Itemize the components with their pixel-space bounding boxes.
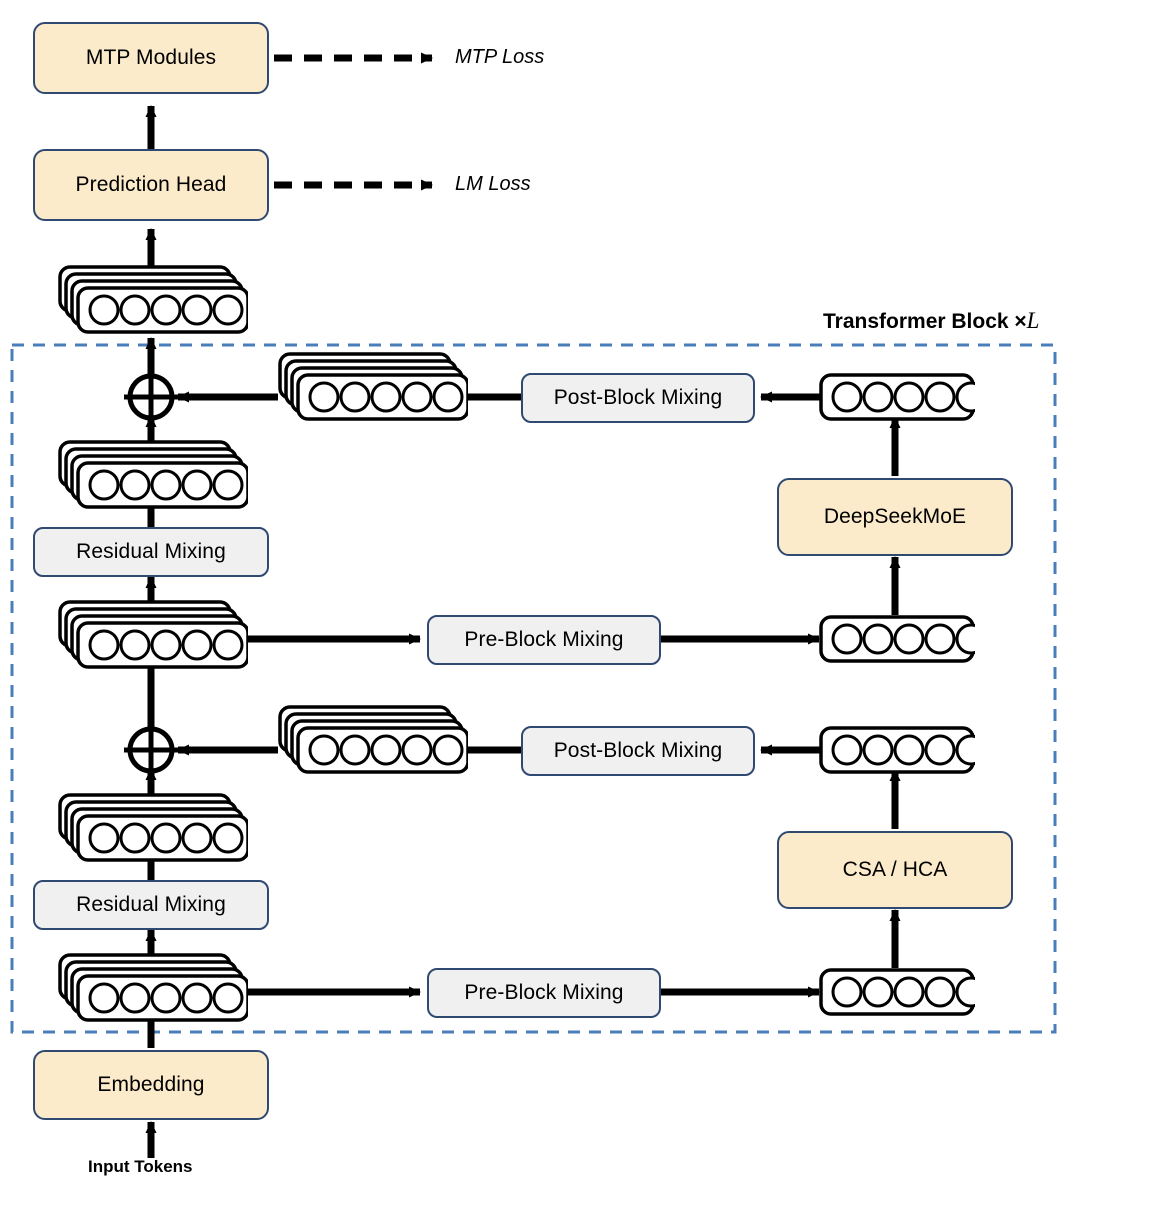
post-block-mixing-lower-label: Post-Block Mixing: [553, 738, 723, 762]
tokens-moe-input: [819, 615, 975, 663]
transformer-block-label: Transformer Block ×L: [823, 308, 1039, 334]
mtp-modules-label: MTP Modules: [85, 45, 217, 69]
embedding-label: Embedding: [97, 1072, 205, 1096]
lm-loss-label: LM Loss: [455, 173, 531, 195]
tokens-post-block-lower: [278, 705, 468, 780]
post-block-mixing-upper-block[interactable]: Post-Block Mixing: [521, 373, 755, 423]
csa-hca-label: CSA / HCA: [842, 857, 948, 881]
tokens-moe-output: [819, 373, 975, 421]
pre-block-mixing-upper-label: Pre-Block Mixing: [464, 627, 624, 651]
post-block-mixing-lower-block[interactable]: Post-Block Mixing: [521, 726, 755, 776]
csa-hca-block[interactable]: CSA / HCA: [777, 831, 1013, 909]
embedding-block[interactable]: Embedding: [33, 1050, 269, 1120]
residual-mixing-upper-label: Residual Mixing: [76, 539, 226, 563]
add-operator-lower: [124, 723, 178, 777]
tokens-above-prediction-head: [58, 265, 248, 340]
transformer-block-text: Transformer Block: [823, 310, 1015, 333]
tokens-attention-output: [819, 726, 975, 774]
mtp-modules-block[interactable]: MTP Modules: [33, 22, 269, 94]
tokens-pre-block-upper: [58, 600, 248, 675]
deepseekmoe-block[interactable]: DeepSeekMoE: [777, 478, 1013, 556]
mtp-loss-label: MTP Loss: [455, 46, 545, 68]
pre-block-mixing-lower-block[interactable]: Pre-Block Mixing: [427, 968, 661, 1018]
transformer-block-boundary: [10, 343, 1057, 1034]
tokens-residual-lower: [58, 793, 248, 868]
transformer-block-count: L: [1026, 308, 1040, 333]
post-block-mixing-upper-label: Post-Block Mixing: [553, 385, 723, 409]
tokens-pre-block-lower: [58, 953, 248, 1028]
prediction-head-block[interactable]: Prediction Head: [33, 149, 269, 221]
deepseekmoe-label: DeepSeekMoE: [823, 504, 967, 528]
residual-mixing-lower-label: Residual Mixing: [76, 892, 226, 916]
tokens-residual-top: [58, 440, 248, 515]
prediction-head-label: Prediction Head: [75, 172, 227, 196]
transformer-block-multiplier: ×: [1014, 310, 1027, 333]
add-operator-upper: [124, 370, 178, 424]
pre-block-mixing-lower-label: Pre-Block Mixing: [464, 980, 624, 1004]
tokens-post-block-upper: [278, 352, 468, 427]
tokens-attention-input: [819, 968, 975, 1016]
input-tokens-label: Input Tokens: [88, 1157, 193, 1176]
residual-mixing-lower-block[interactable]: Residual Mixing: [33, 880, 269, 930]
pre-block-mixing-upper-block[interactable]: Pre-Block Mixing: [427, 615, 661, 665]
residual-mixing-upper-block[interactable]: Residual Mixing: [33, 527, 269, 577]
